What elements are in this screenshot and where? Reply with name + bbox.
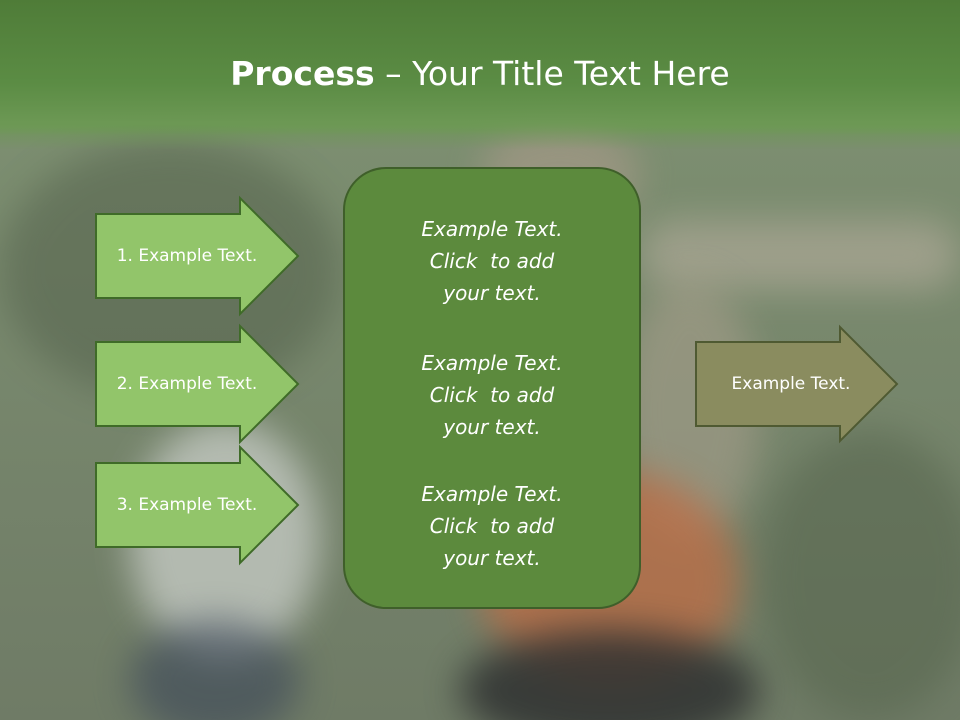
left-arrow-2-label: 2. Example Text. <box>116 374 258 394</box>
left-arrow-3-label: 3. Example Text. <box>116 495 258 515</box>
center-text-line: your text. <box>443 415 541 439</box>
background-blur <box>460 630 760 720</box>
center-box[interactable] <box>343 167 641 609</box>
center-text-block-2: Example Text. Click to add your text. <box>344 347 640 443</box>
left-arrow-1[interactable] <box>95 195 300 317</box>
center-text-line: Example Text. <box>421 217 563 241</box>
center-text-line: Click to add <box>429 514 555 538</box>
center-text-line: Example Text. <box>421 351 563 375</box>
background-blur <box>760 430 960 720</box>
center-text-line: Click to add <box>429 383 555 407</box>
center-text-line: Example Text. <box>421 482 563 506</box>
background-blur <box>640 220 960 290</box>
center-text-line: Click to add <box>429 249 555 273</box>
title-rest: – Your Title Text Here <box>374 54 730 93</box>
slide-title[interactable]: Process – Your Title Text Here <box>0 52 960 96</box>
left-arrow-2[interactable] <box>95 323 300 445</box>
title-bold: Process <box>230 54 375 93</box>
center-text-block-1: Example Text. Click to add your text. <box>344 213 640 309</box>
right-arrow[interactable] <box>695 324 899 444</box>
center-text-block-3: Example Text. Click to add your text. <box>344 478 640 574</box>
background-blur <box>130 620 300 720</box>
left-arrow-3[interactable] <box>95 444 300 566</box>
right-arrow-label: Example Text. <box>731 374 851 394</box>
left-arrow-1-label: 1. Example Text. <box>116 246 258 266</box>
center-text-line: your text. <box>443 546 541 570</box>
center-text-line: your text. <box>443 281 541 305</box>
header-band <box>0 0 960 150</box>
